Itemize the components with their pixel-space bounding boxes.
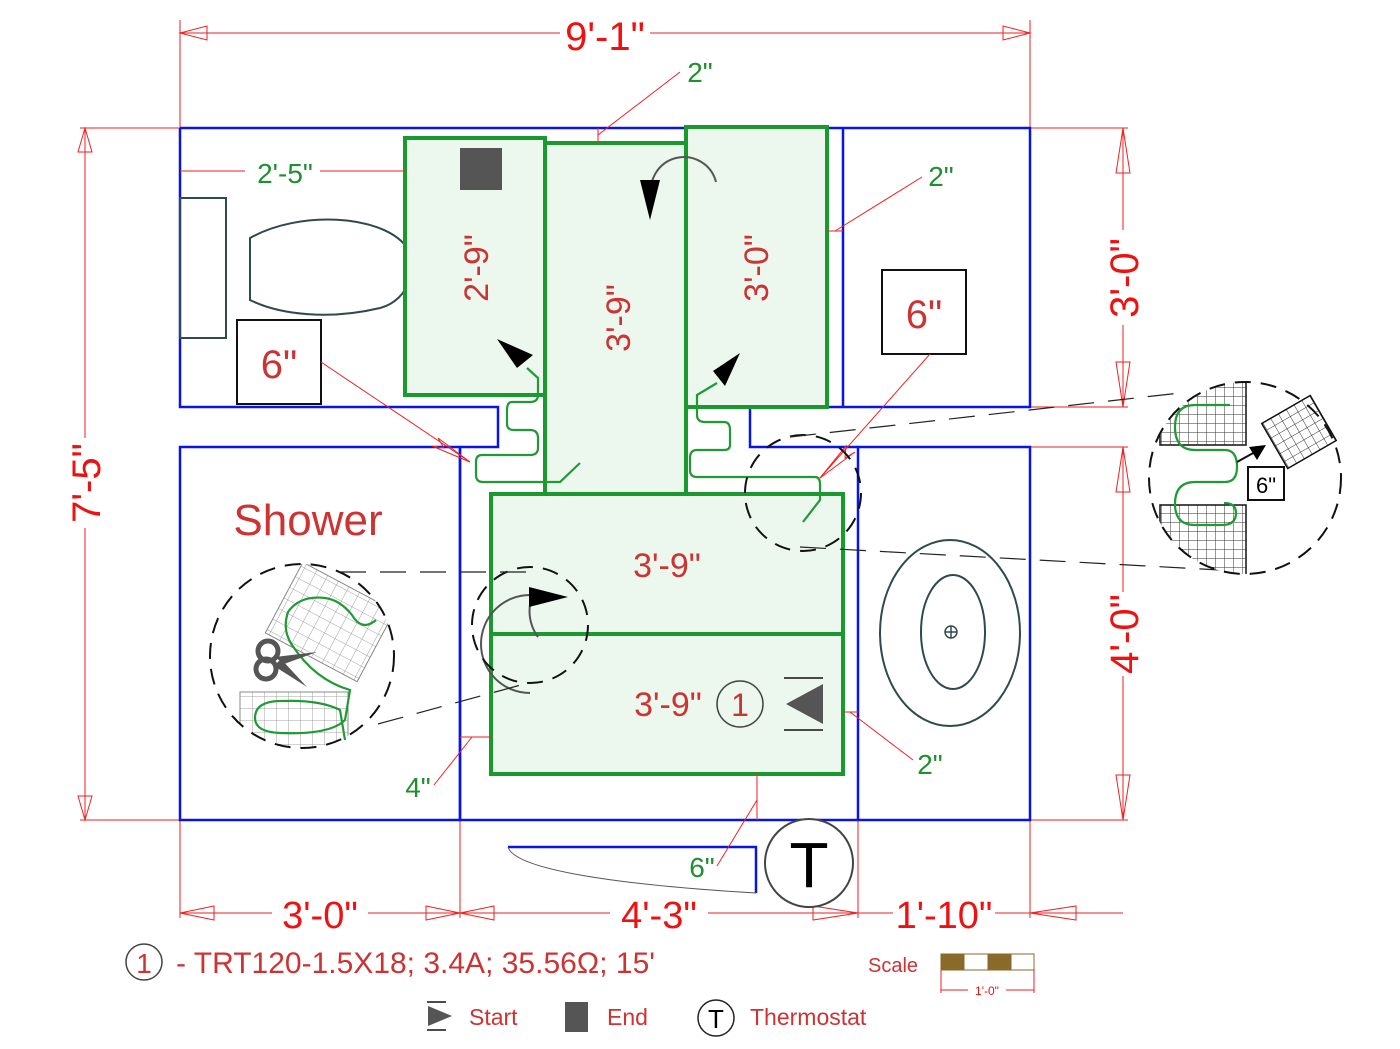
door[interactable] [507,845,758,894]
offset-right-mat-label: 2" [928,161,954,192]
offset-vanity-label: 2" [917,749,943,780]
dimension-bottom: 3'-0" 4'-3" 1'-10" [179,820,1123,937]
mat-marker-circle [716,680,764,728]
end-marker-icon [460,148,502,190]
scissors-icon [253,638,317,687]
detail-focus-left [300,566,589,725]
detail-zoom-left [209,563,395,749]
offset-top-label: 2" [687,57,713,88]
legend-thermostat-symbol: T [708,1004,724,1034]
offset-top: 2" [597,57,713,143]
right-upper-label: 3'-0" [1103,238,1147,318]
shower-label: Shower [233,496,382,545]
legend-thermostat: T Thermostat [697,999,867,1037]
toilet [179,197,413,339]
legend: Start End T Thermostat [427,999,867,1037]
offset-vanity: 2" [843,711,943,780]
detail-box-label: 6" [1256,473,1276,498]
bottom-right-label: 1'-10" [896,895,993,937]
thermostat-symbol: T [789,829,828,901]
bottom-left-label: 3'-0" [282,895,358,937]
spec-marker: 1 [136,948,152,979]
scale-segment [1010,953,1035,971]
arrow-down-icon [640,180,660,220]
offset-door: 6" [689,774,758,883]
dimension-right-lower: 4'-0" [1030,446,1147,821]
mat-1-label: 2'-9" [458,234,496,302]
mat-marker: 1 [731,687,749,723]
scale-bar: Scale 1'-0" [868,953,1035,998]
dimension-right-upper: 3'-0" [1030,127,1147,408]
mat-3[interactable] [684,125,829,409]
arrow-up-left-icon [497,339,533,368]
mat-4[interactable] [489,492,845,636]
legend-start-label: Start [469,1004,518,1030]
overall-width-label: 9'-1" [565,15,645,59]
detail-focus-right [744,392,1221,571]
sink [879,539,1021,727]
scale-label: Scale [868,955,918,977]
legend-end: End [565,1002,648,1032]
thermostat[interactable]: T [764,818,854,908]
right-lower-label: 4'-0" [1103,594,1147,674]
scale-segment [940,953,965,971]
mat-5-label: 3'-9" [634,686,702,724]
heating-cable [474,367,822,523]
heating-mats: 2'-9" 3'-9" 3'-0" 3'-9" 3'-9" [403,125,845,776]
offset-shower: 4" [405,736,491,803]
toilet-clearance-label: 6" [261,343,297,387]
arrow-right-icon [529,587,568,607]
vanity-clearance-box: 6" [819,269,967,479]
bottom-mid-label: 4'-3" [621,895,697,937]
offset-toilet-label: 2'-5" [257,158,313,189]
mat-4-label: 3'-9" [633,547,701,585]
legend-thermostat-label: Thermostat [750,1004,867,1030]
dimension-overall-width: 9'-1" [178,15,1032,128]
thermostat-icon [697,999,735,1037]
dimension-overall-height: 7'-5" [65,126,180,822]
mat-5[interactable] [489,632,845,776]
end-icon [565,1002,588,1032]
toilet-clearance-box: 6" [236,319,471,463]
mat-2-label: 3'-9" [600,284,638,352]
start-marker-icon [784,677,823,731]
scale-segment [987,953,1012,971]
offset-toilet: 2'-5" [180,158,405,189]
overall-height-label: 7'-5" [65,443,109,523]
spec-line: 1 - TRT120-1.5X18; 3.4A; 35.56Ω; 15' [125,943,655,981]
detail-zoom-right: 6" [1148,381,1342,575]
arrow-up-right-icon [713,353,740,386]
scale-segment [963,953,989,971]
arrow-icon [1249,445,1266,460]
offset-door-label: 6" [689,852,715,883]
legend-start: Start [427,1001,518,1031]
offset-shower-label: 4" [405,772,431,803]
mat-3-label: 3'-0" [738,234,776,302]
legend-end-label: End [607,1004,648,1030]
spec-text: - TRT120-1.5X18; 3.4A; 35.56Ω; 15' [176,947,655,980]
offset-right-mat: 2" [827,161,954,232]
start-icon [428,1006,452,1026]
scale-length: 1'-0" [975,984,999,998]
vanity-clearance-label: 6" [906,293,942,337]
